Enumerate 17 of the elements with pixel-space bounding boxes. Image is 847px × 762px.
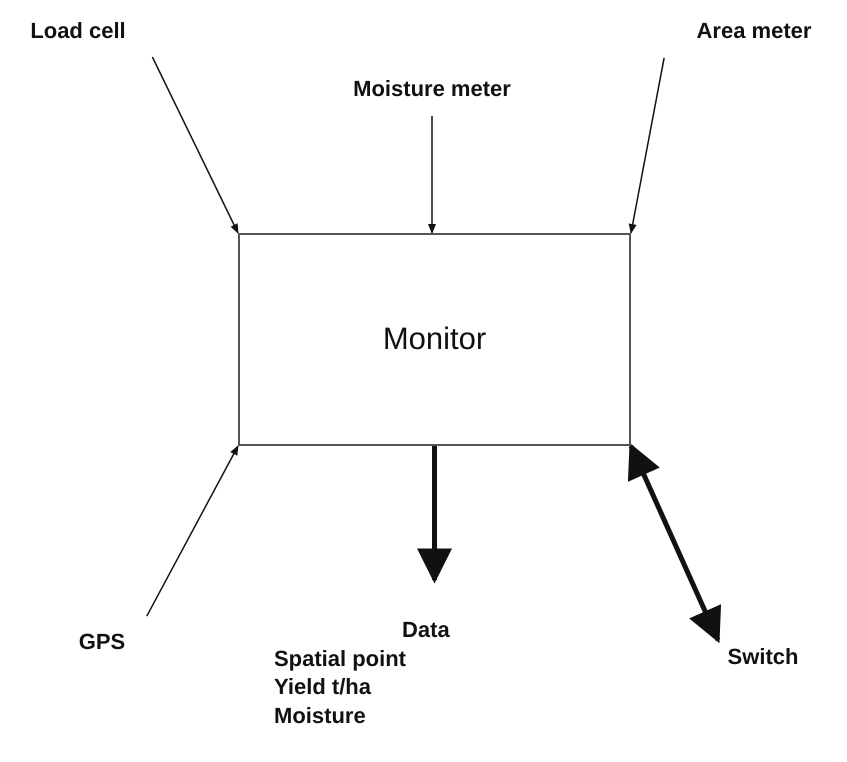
box-label: Monitor [382,320,486,358]
node-label: Spatial point [274,644,406,673]
node-label: Data [402,616,450,644]
arrow [628,58,665,234]
arrow [628,442,722,644]
arrow [428,116,436,234]
arrow [146,445,239,617]
arrow [152,56,239,234]
node-label: Area meter [696,16,812,45]
node-label: Switch [728,642,798,671]
node-label: Moisture meter [353,74,511,103]
process-box [238,233,631,446]
node-label: Yield t/ha [274,673,371,702]
node-label: Load cell [30,16,126,45]
node-label: GPS [78,628,126,656]
arrow [417,446,452,584]
node-label: Moisture [274,702,366,730]
